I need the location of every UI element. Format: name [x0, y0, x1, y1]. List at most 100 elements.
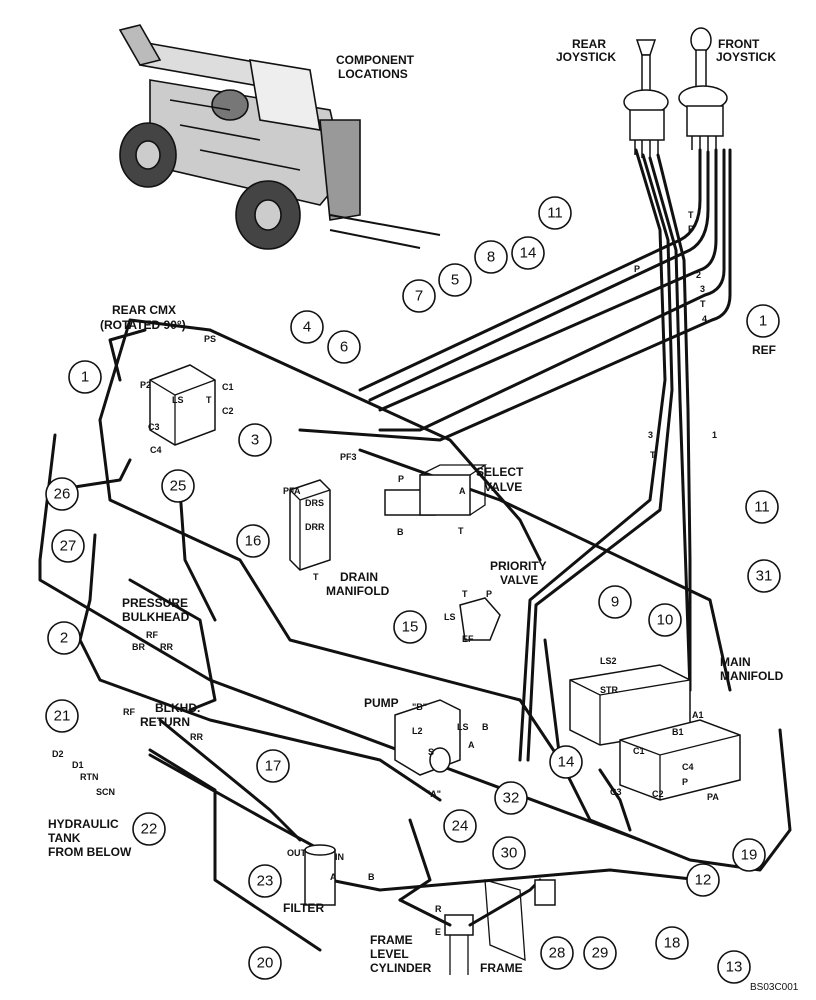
callout-number: 21 [54, 708, 71, 725]
drain-manifold-block [289, 479, 331, 571]
callout-circle [492, 836, 526, 870]
drain-manifold-label-2: MANIFOLD [326, 584, 390, 598]
port-label: LS [172, 395, 184, 405]
port-label: 1 [712, 430, 717, 440]
callout-circle [717, 950, 751, 984]
callout-number: 24 [452, 818, 469, 835]
hose-bundle-joystick-lines [298, 148, 732, 762]
filter-canister [304, 844, 336, 906]
component-locations-label-1: COMPONENT [336, 53, 415, 67]
callout-number: 5 [451, 272, 459, 289]
pressure-bulkhead-label-1: PRESSURE [122, 596, 188, 610]
callout-31: 31 [747, 559, 781, 593]
port-label: IN [335, 852, 344, 862]
callout-circle [45, 477, 79, 511]
port-label: C4 [682, 762, 694, 772]
callout-circle [549, 745, 583, 779]
hydraulic-tank-label-3: FROM BELOW [48, 845, 132, 859]
callout-circle [248, 864, 282, 898]
port-label: T [688, 210, 694, 220]
port-label: LS [444, 612, 456, 622]
port-label: T [650, 450, 656, 460]
bulkhead-return-label-1: BLKHD. [155, 701, 200, 715]
callout-number: 23 [257, 873, 274, 890]
port-label: D2 [52, 749, 64, 759]
callout-10: 10 [648, 603, 682, 637]
callout-circle [290, 310, 324, 344]
callout-2: 2 [47, 621, 81, 655]
callout-circle [393, 610, 427, 644]
port-label: T [462, 589, 468, 599]
rear-joystick-label-2: JOYSTICK [556, 50, 616, 64]
port-label: P [398, 474, 404, 484]
callout-16: 16 [236, 524, 270, 558]
callout-number: 1 [81, 369, 89, 386]
port-label: 3 [648, 430, 653, 440]
port-label: DRS [305, 498, 324, 508]
drain-manifold-label-1: DRAIN [340, 570, 378, 584]
port-label: C1 [633, 746, 645, 756]
callout-number: 32 [503, 790, 520, 807]
callout-number: 22 [141, 821, 158, 838]
port-label: T [458, 526, 464, 536]
port-label: C1 [222, 382, 234, 392]
port-label: B [482, 722, 489, 732]
port-label: OUT [287, 848, 307, 858]
callout-number: 8 [487, 249, 495, 266]
priority-valve-label-1: PRIORITY [490, 559, 547, 573]
port-label: E [435, 927, 441, 937]
telehandler-illustration [118, 24, 441, 250]
callout-number: 11 [547, 205, 563, 222]
rear-cmx-label-1: REAR CMX [112, 303, 176, 317]
callout-4: 4 [290, 310, 324, 344]
callout-circle [47, 621, 81, 655]
callout-number: 11 [754, 499, 770, 516]
port-label: L2 [412, 726, 423, 736]
callout-number: 10 [657, 612, 674, 629]
ref-label: REF [752, 343, 776, 357]
callout-circle [438, 263, 472, 297]
port-label: RTN [80, 772, 99, 782]
port-label: PFA [283, 486, 301, 496]
callout-number: 17 [265, 758, 282, 775]
port-label: T [206, 395, 212, 405]
rear-joystick-label-1: REAR [572, 37, 606, 51]
callout-circle [402, 279, 436, 313]
port-label: R [435, 904, 442, 914]
port-label: RF [123, 707, 135, 717]
callout-number: 19 [741, 847, 758, 864]
port-label: BR [132, 642, 145, 652]
callout-number: 20 [257, 955, 274, 972]
port-label: PF3 [340, 452, 357, 462]
frame-outlines [38, 318, 792, 952]
port-label: LS2 [600, 656, 617, 666]
rear-cmx-label-2: (ROTATED 90°) [100, 318, 186, 332]
callout-number: 15 [402, 619, 419, 636]
callout-circle [494, 781, 528, 815]
callout-circle [474, 240, 508, 274]
port-label: T [700, 299, 706, 309]
callout-number: 6 [340, 339, 348, 356]
callout-15: 15 [393, 610, 427, 644]
port-label: A [459, 486, 466, 496]
callout-circle [511, 236, 545, 270]
callout-18: 18 [655, 926, 689, 960]
callout-23: 23 [248, 864, 282, 898]
callout-21: 21 [45, 699, 79, 733]
port-label: RR [190, 732, 203, 742]
port-label: C2 [652, 789, 664, 799]
callout-3: 3 [238, 423, 272, 457]
callout-circle [686, 863, 720, 897]
callout-circle [655, 926, 689, 960]
port-label: P [688, 224, 694, 234]
callout-32: 32 [494, 781, 528, 815]
callout-number: 9 [611, 594, 619, 611]
callout-circle [747, 559, 781, 593]
callout-1: 1 [746, 304, 780, 338]
callout-25: 25 [161, 469, 195, 503]
front-joystick-label-2: JOYSTICK [716, 50, 776, 64]
port-label: A [330, 872, 337, 882]
callout-circle [248, 946, 282, 980]
